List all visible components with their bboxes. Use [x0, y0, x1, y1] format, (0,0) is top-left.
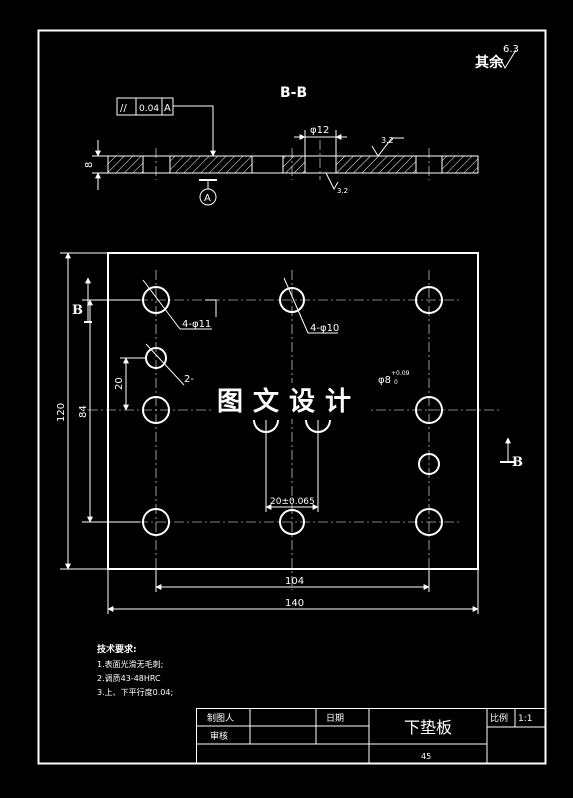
dim-width-total [107, 569, 479, 614]
title-material: 45 [421, 752, 431, 761]
dim-center [265, 420, 319, 512]
datum-a-label: A [204, 193, 211, 204]
title-drawn-by: 制图人 [207, 712, 234, 724]
plan-centre-lines [88, 270, 500, 590]
section-title: B-B [280, 85, 307, 101]
section-segment [441, 155, 479, 174]
dim-width-inner-label: 104 [285, 576, 304, 587]
flatness-tolerance-frame [116, 97, 216, 157]
datum-a-symbol [199, 179, 217, 206]
hole-phi11 [415, 286, 443, 314]
section-segment [282, 155, 306, 174]
hole-phi10 [279, 509, 305, 535]
dim-width-total-label: 140 [285, 598, 304, 609]
hole-phi11 [142, 286, 170, 314]
section-hole [304, 155, 337, 174]
dim-width-inner [155, 569, 430, 592]
flatness-value: 0.04 [139, 104, 159, 114]
hole-phi11 [142, 396, 170, 424]
roughness-top-value: 3.2 [381, 136, 394, 145]
tech-req-item-2: 2.调质43-48HRC [97, 673, 161, 683]
leader-holes-11 [142, 279, 217, 330]
tech-req-item-1: 1.表面光滑无毛刺; [97, 659, 163, 669]
callout-phi8-tol-lower: 0 [394, 379, 398, 386]
flatness-symbol: // [120, 103, 127, 114]
roughness-other-value: 6.3 [503, 44, 519, 55]
callout-phi8-tol-upper: +0.09 [391, 370, 410, 377]
dim-vertical-small-label: 20 [114, 377, 125, 390]
section-marker-left-label: B [72, 303, 83, 318]
pin-hole [145, 347, 167, 369]
roughness-other-symbol [500, 49, 517, 70]
watermark-backdrop [212, 383, 370, 419]
flatness-datum: A [164, 103, 171, 114]
title-block [196, 708, 546, 764]
dim-height-inner [82, 299, 140, 523]
section-hole [142, 155, 171, 174]
callout-holes-10: 4-φ10 [310, 323, 339, 334]
callout-holes-11: 4-φ11 [182, 319, 211, 330]
leader-holes-10 [283, 277, 338, 334]
section-thickness-dim: 8 [84, 162, 95, 168]
dim-vertical-small [120, 357, 145, 411]
dim-height-inner-label: 84 [78, 405, 89, 418]
section-segment [169, 155, 253, 174]
section-marker-right-label: B [512, 455, 523, 470]
hole-phi8 [418, 453, 440, 475]
title-date: 日期 [326, 713, 344, 724]
dim-height-total-label: 120 [56, 403, 67, 422]
section-view [92, 140, 479, 190]
title-part-name: 下垫板 [404, 718, 452, 737]
tech-req-title: 技术要求: [97, 643, 137, 655]
title-scale-label: 比例 [490, 712, 508, 724]
hole-phi10 [279, 287, 305, 313]
section-marker-right [500, 437, 515, 463]
hole-phi11 [415, 396, 443, 424]
dim-center-label: 20±0.065 [270, 497, 315, 507]
callout-pin: 2- [184, 374, 194, 385]
hole-phi11 [415, 508, 443, 536]
roughness-bottom-value: 3.2 [337, 187, 348, 195]
callout-phi8: φ8 [378, 375, 391, 386]
section-segment [107, 155, 144, 174]
title-reviewed-by: 审核 [210, 730, 228, 742]
dim-height-total [60, 252, 108, 570]
section-segment [335, 155, 417, 174]
tech-req-item-3: 3.上、下平行度0.04; [97, 687, 173, 697]
leader-pin [145, 343, 185, 386]
title-scale-value: 1:1 [518, 714, 532, 724]
watermark: 图文设计 [217, 386, 361, 417]
roughness-top-symbol [371, 137, 404, 157]
section-hole [251, 155, 284, 174]
roughness-bottom-symbol [325, 172, 343, 191]
section-hole-dim-label: φ12 [310, 125, 329, 136]
section-hole-dim [294, 130, 347, 156]
hole-phi11 [142, 508, 170, 536]
plate-outline [107, 252, 479, 570]
roughness-other-label: 其余 [475, 54, 504, 71]
